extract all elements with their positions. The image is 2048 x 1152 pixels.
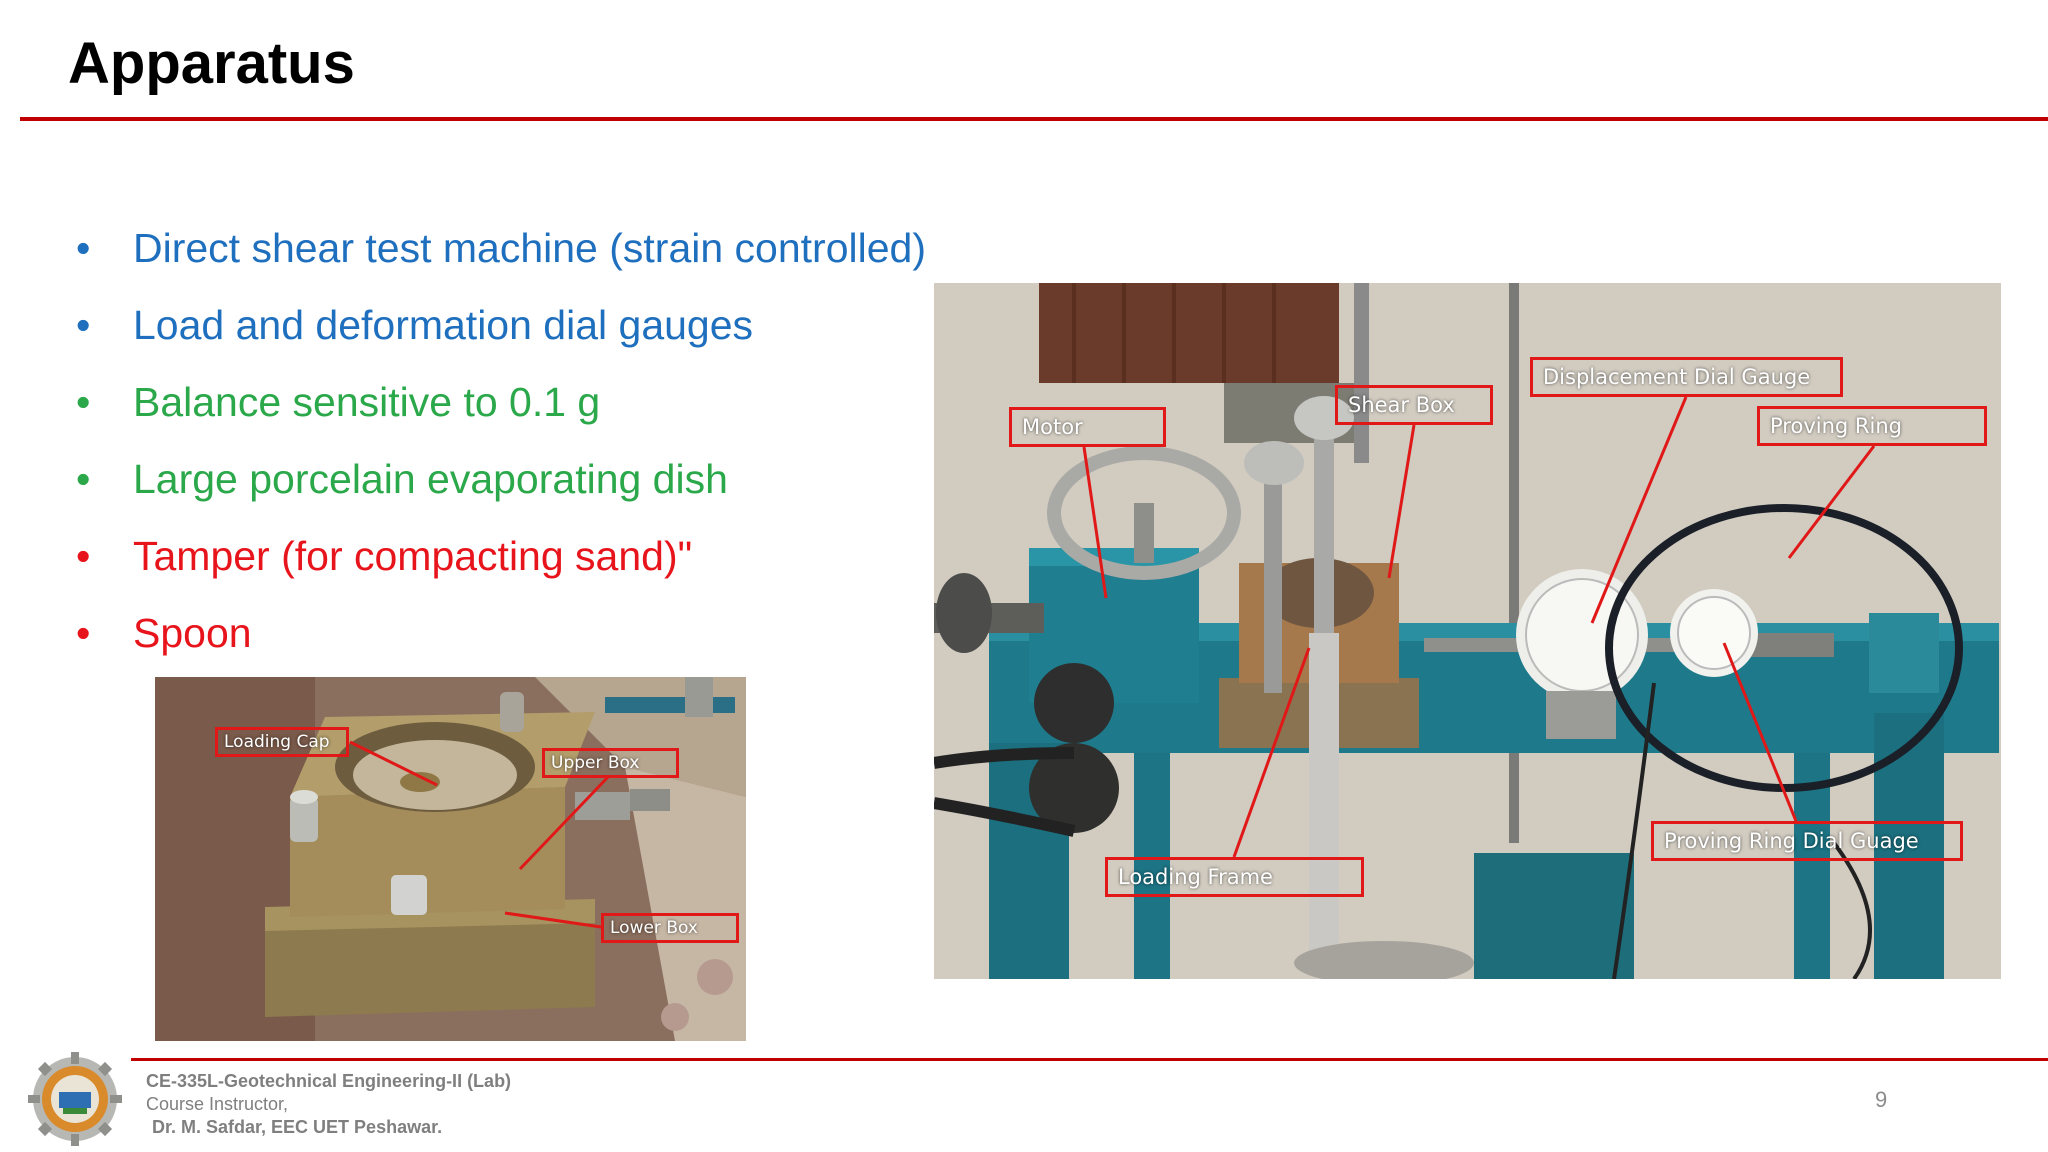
- callout-loading-cap: Loading Cap: [215, 727, 349, 757]
- bullet-text: Load and deformation dial gauges: [133, 302, 754, 348]
- bullet-text: Direct shear test machine (strain contro…: [133, 225, 926, 271]
- title-divider: [20, 117, 2048, 121]
- callout-motor: Motor: [1009, 407, 1166, 447]
- footer-role: Course Instructor,: [146, 1094, 289, 1114]
- machine-leader-lines: [1082, 396, 1876, 858]
- callout-displacement-dial-gauge: Displacement Dial Gauge: [1530, 357, 1843, 397]
- page-number: 9: [1875, 1087, 1888, 1112]
- callout-shear-box: Shear Box: [1335, 385, 1493, 425]
- slide-title: Apparatus: [68, 31, 355, 96]
- bullet-text: Spoon: [133, 610, 252, 656]
- footer-course-title: CE-335L-Geotechnical Engineering-II (Lab…: [146, 1071, 512, 1091]
- callout-upper-box: Upper Box: [542, 748, 679, 778]
- callout-proving-ring: Proving Ring: [1757, 406, 1987, 446]
- shear-box-photo: Loading Cap Upper Box Lower Box: [155, 677, 746, 1041]
- direct-shear-machine-photo: Motor Shear Box Displacement Dial Gauge …: [934, 283, 2001, 979]
- bullet-marker: •: [76, 225, 91, 271]
- footer-divider: [131, 1058, 2048, 1061]
- callout-lower-box: Lower Box: [601, 913, 739, 943]
- shear-box-leader-lines: [349, 740, 610, 929]
- bullet-marker: •: [76, 610, 91, 656]
- bullet-marker: •: [76, 533, 91, 579]
- callout-proving-ring-dial-gauge: Proving Ring Dial Guage: [1651, 821, 1963, 861]
- bullet-marker: •: [76, 379, 91, 425]
- bullet-text: Large porcelain evaporating dish: [133, 456, 728, 502]
- direct-shear-machine-illustration: [934, 283, 2001, 979]
- bullet-text: Tamper (for compacting sand)": [133, 533, 693, 579]
- footer-instructor: Dr. M. Safdar, EEC UET Peshawar.: [152, 1117, 443, 1137]
- bullet-marker: •: [76, 302, 91, 348]
- callout-loading-frame: Loading Frame: [1105, 857, 1364, 897]
- bullet-text: Balance sensitive to 0.1 g: [133, 379, 601, 425]
- shear-box-illustration: [155, 677, 746, 1041]
- bullet-marker: •: [76, 456, 91, 502]
- university-seal-icon: [28, 1052, 122, 1146]
